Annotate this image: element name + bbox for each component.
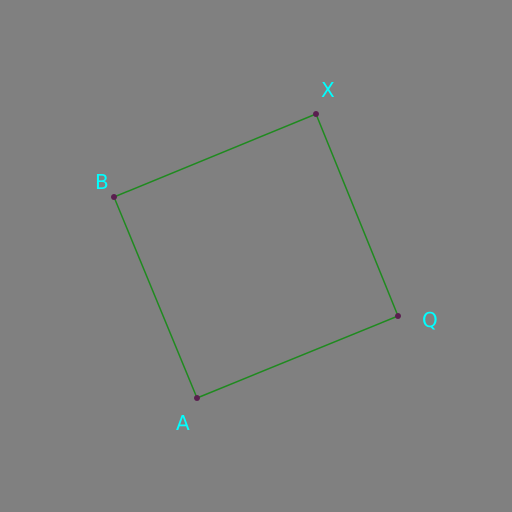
label-b: B: [95, 170, 109, 194]
labels: X Q A B: [95, 78, 438, 435]
edge-a-b: [113, 196, 198, 399]
vertex-q: [395, 313, 401, 319]
vertex-a: [194, 395, 200, 401]
label-q: Q: [422, 308, 438, 332]
edge-q-a: [196, 315, 399, 399]
label-x: X: [321, 78, 335, 102]
vertices: [111, 111, 401, 401]
edge-b-x: [113, 113, 317, 198]
vertex-x: [313, 111, 319, 117]
label-a: A: [176, 411, 190, 435]
edges: [113, 113, 399, 399]
vertex-b: [111, 194, 117, 200]
edge-x-q: [315, 113, 399, 317]
